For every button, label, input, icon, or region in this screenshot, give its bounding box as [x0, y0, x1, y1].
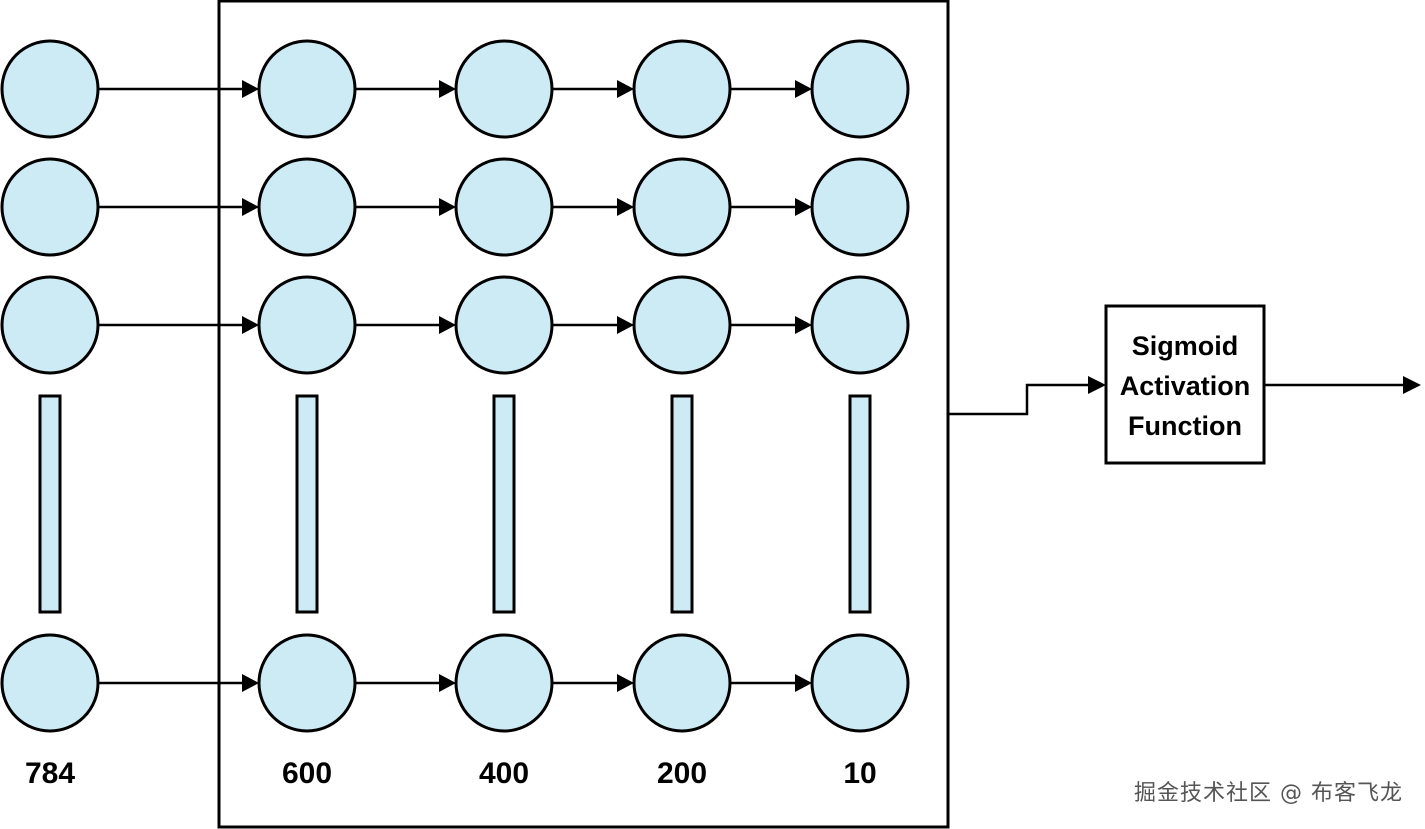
neuron-layer-4-row-3 [810, 633, 910, 733]
arrowhead-1-to-2-row-3 [439, 674, 456, 692]
layer-size-label-1: 600 [282, 757, 332, 790]
neuron-layer-2-row-2 [454, 275, 554, 375]
ellipsis-bar-layer-1 [295, 394, 319, 614]
neuron-layer-0-row-1 [0, 157, 100, 257]
arrowhead-3-to-4-row-2 [795, 316, 812, 334]
neuron-layer-0-row-3 [0, 633, 100, 733]
activation-label-line-2: Activation [1120, 371, 1251, 401]
arrowhead-2-to-3-row-2 [617, 316, 634, 334]
neuron-layer-4-row-1 [810, 157, 910, 257]
activation-label-line-1: Sigmoid [1132, 331, 1239, 361]
layer-size-label-0: 784 [25, 757, 75, 790]
layer-size-label-4: 10 [843, 757, 876, 790]
arrowhead-2-to-3-row-3 [617, 674, 634, 692]
neuron-layer-1-row-0 [257, 39, 357, 139]
arrowhead-1-to-2-row-0 [439, 80, 456, 98]
arrowhead-0-to-1-row-2 [242, 316, 259, 334]
ellipsis-bar-layer-4 [848, 394, 872, 614]
activation-input-arrowhead [1088, 376, 1106, 394]
neuron-layer-3-row-0 [632, 39, 732, 139]
layer-size-label-2: 400 [479, 757, 529, 790]
arrowhead-3-to-4-row-1 [795, 198, 812, 216]
neuron-layer-1-row-2 [257, 275, 357, 375]
arrowhead-2-to-3-row-1 [617, 198, 634, 216]
neuron-layer-2-row-3 [454, 633, 554, 733]
activation-function-box [1104, 304, 1266, 465]
arrowhead-0-to-1-row-3 [242, 674, 259, 692]
arrowhead-0-to-1-row-0 [242, 80, 259, 98]
watermark-text: 掘金技术社区 @ 布客飞龙 [1134, 781, 1403, 806]
ellipsis-bar-layer-3 [670, 394, 694, 614]
neuron-layer-3-row-2 [632, 275, 732, 375]
ellipsis-bar-layer-0 [38, 394, 62, 614]
activation-label-line-3: Function [1128, 411, 1242, 441]
arrowhead-2-to-3-row-0 [617, 80, 634, 98]
neuron-layer-2-row-0 [454, 39, 554, 139]
neuron-layer-4-row-2 [810, 275, 910, 375]
arrowhead-1-to-2-row-1 [439, 198, 456, 216]
neuron-layer-1-row-3 [257, 633, 357, 733]
arrowhead-0-to-1-row-1 [242, 198, 259, 216]
arrowhead-3-to-4-row-3 [795, 674, 812, 692]
frame-to-activation-connector [948, 383, 1092, 416]
neuron-layer-4-row-0 [810, 39, 910, 139]
neuron-layer-3-row-3 [632, 633, 732, 733]
layer-size-label-3: 200 [657, 757, 707, 790]
arrowhead-1-to-2-row-2 [439, 316, 456, 334]
ellipsis-bar-layer-2 [492, 394, 516, 614]
network-layers: 784 600 400 200 10 [0, 39, 910, 790]
neuron-layer-1-row-1 [257, 157, 357, 257]
neuron-layer-0-row-2 [0, 275, 100, 375]
arrowhead-3-to-4-row-0 [795, 80, 812, 98]
output-arrowhead [1403, 376, 1421, 394]
neuron-layer-3-row-1 [632, 157, 732, 257]
neuron-layer-0-row-0 [0, 39, 100, 139]
neuron-layer-2-row-1 [454, 157, 554, 257]
